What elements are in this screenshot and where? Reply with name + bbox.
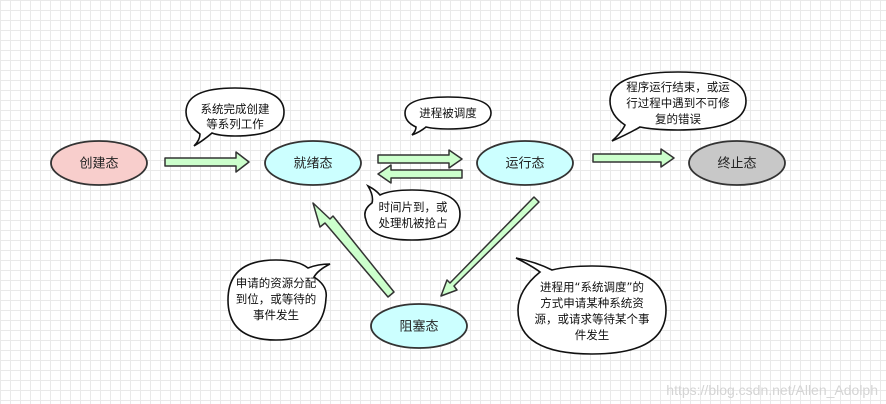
bubble-request-resource: 进程用“系统调度”的方式申请某种系统资源，或请求等待某个事件发生: [515, 257, 667, 355]
bubble-scheduled-text: 进程被调度: [419, 106, 477, 120]
bubble-finished: 程序运行结束，或运行过程中遇到不可修复的错误: [609, 71, 747, 142]
state-terminated: 终止态: [688, 140, 786, 186]
state-blocked: 阻塞态: [370, 303, 468, 349]
bubble-line: 事件发生: [253, 308, 299, 322]
state-running: 运行态: [476, 140, 574, 186]
state-running-label: 运行态: [505, 157, 544, 172]
arrow-blocked-to-ready: [312, 202, 395, 298]
bubble-resource-granted: 申请的资源分配到位，或等待的事件发生: [227, 259, 331, 341]
state-blocked-label: 阻塞态: [399, 319, 438, 335]
bubble-line: 程序运行结束，或运: [626, 80, 730, 94]
bubble-line: 复的错误: [655, 112, 701, 126]
bubble-line: 方式申请某种系统资: [540, 296, 644, 310]
arrow-running-to-terminated: [592, 148, 675, 168]
bubble-create-done-text: 系统完成创建等系列工作: [201, 102, 270, 131]
arrow-running-to-ready: [377, 164, 463, 184]
arrow-ready-to-running: [377, 149, 463, 169]
bubble-line: 等系列工作: [206, 117, 264, 131]
bubble-line: 系统完成创建: [201, 102, 270, 116]
bubble-finished-text: 程序运行结束，或运行过程中遇到不可修复的错误: [626, 80, 730, 126]
state-create-label: 创建态: [79, 157, 118, 172]
bubble-line: 到位，或等待的: [236, 292, 317, 306]
bubble-resource-granted-text: 申请的资源分配到位，或等待的事件发生: [236, 276, 317, 322]
bubble-request-resource-text: 进程用“系统调度”的方式申请某种系统资源，或请求等待某个事件发生: [535, 280, 650, 342]
bubble-scheduled: 进程被调度: [404, 96, 492, 136]
bubble-time-slice-text: 时间片到，或处理机被抢占: [379, 200, 448, 230]
bubble-line: 源，或请求等待某个事: [535, 312, 650, 326]
bubble-time-slice: 时间片到，或处理机被抢占: [364, 184, 461, 241]
arrow-create-to-ready: [164, 151, 250, 173]
bubble-line: 申请的资源分配: [236, 276, 317, 290]
state-terminated-label: 终止态: [717, 156, 756, 172]
bubble-line: 进程用“系统调度”的: [540, 280, 644, 294]
bubble-line: 行过程中遇到不可修: [626, 96, 730, 110]
arrow-running-to-blocked: [440, 196, 540, 297]
bubble-line: 件发生: [575, 328, 610, 342]
watermark: https://blog.csdn.net/Allen_Adolph: [666, 382, 878, 398]
bubble-create-done: 系统完成创建等系列工作: [185, 87, 285, 147]
bubble-line: 时间片到，或: [379, 200, 448, 214]
state-ready: 就绪态: [264, 140, 362, 186]
bubble-line: 进程被调度: [419, 106, 477, 120]
state-ready-label: 就绪态: [293, 157, 332, 172]
state-create: 创建态: [50, 140, 148, 186]
bubble-line: 处理机被抢占: [379, 216, 448, 230]
